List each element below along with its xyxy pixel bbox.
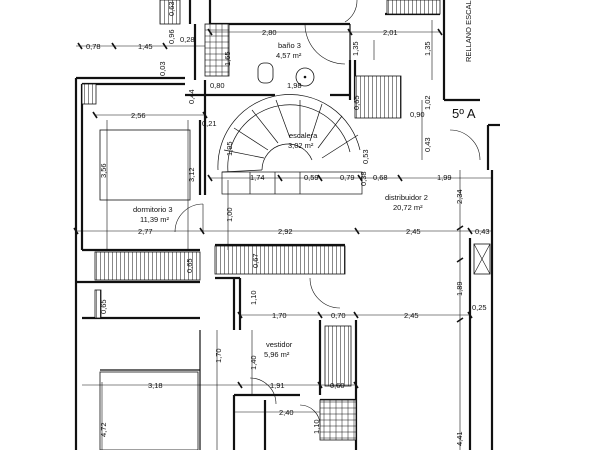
- dim-label: 0,28: [180, 35, 195, 44]
- room-distribuidor2-name: distribuidor 2: [385, 193, 428, 202]
- dim-label: 3,18: [148, 381, 163, 390]
- dim-label: 0,25: [472, 303, 487, 312]
- dim-label: 0,60: [330, 381, 345, 390]
- room-escalera-area: 3,02 m²: [288, 141, 314, 150]
- dim-label: 0,43: [423, 137, 432, 152]
- dim-label: 0,43: [475, 227, 490, 236]
- dim-label: 2,01: [383, 28, 398, 37]
- dim-label: 0,38: [359, 171, 368, 186]
- dim-label: 0,53: [361, 149, 370, 164]
- dim-label: 1,95: [225, 141, 234, 156]
- dim-label: 0,65: [185, 258, 194, 273]
- walls: [74, 0, 500, 450]
- room-vestidor-name: vestidor: [266, 340, 293, 349]
- dim-label: 1,45: [138, 42, 153, 51]
- dim-label: 1,70: [272, 311, 287, 320]
- dim-label: 1,10: [249, 290, 258, 305]
- dim-label: 1,02: [423, 95, 432, 110]
- dim-label: 0,78: [86, 42, 101, 51]
- dim-label: 1,91: [270, 381, 285, 390]
- dim-label: 1,65: [223, 51, 232, 66]
- bathroom-fixtures: [257, 0, 358, 87]
- room-dormitorio3-area: 11,39 m²: [140, 215, 170, 224]
- room-bano3-name: baño 3: [278, 41, 301, 50]
- spiral-staircase: [217, 94, 363, 195]
- wardrobes: [81, 0, 441, 387]
- dim-label: 1,74: [250, 173, 265, 182]
- dim-label: 0,68: [373, 173, 388, 182]
- dim-label: 1,00: [225, 207, 234, 222]
- dim-label: 1,35: [351, 41, 360, 56]
- dim-label: 0,65: [99, 299, 108, 314]
- dim-label: 0,96: [167, 29, 176, 44]
- dim-label: 2,77: [138, 227, 153, 236]
- dim-label: 0,70: [331, 311, 346, 320]
- dim-label: 2,34: [455, 189, 464, 204]
- floor-tag: 5º A: [452, 106, 476, 121]
- room-escalera-name: escalera: [289, 131, 318, 140]
- dim-label: 2,45: [404, 311, 419, 320]
- dim-label: 1,98: [287, 81, 302, 90]
- beds: [99, 129, 199, 450]
- dim-label: 0,90: [410, 110, 425, 119]
- dim-label: 0,59: [304, 173, 319, 182]
- dim-label: 2,45: [406, 227, 421, 236]
- dim-label: 0,79: [340, 173, 355, 182]
- dim-label: 0,80: [210, 81, 225, 90]
- dim-label: 2,40: [279, 408, 294, 417]
- toilet-icon: [257, 62, 274, 84]
- dim-label: 0,21: [202, 119, 217, 128]
- dimension-texts: 0,78 1,45 0,96 0,63 0,28 0,03 1,65 2,80 …: [86, 1, 490, 446]
- room-bano3-area: 4,57 m²: [276, 51, 302, 60]
- dim-label: 4,41: [455, 431, 464, 446]
- room-dormitorio3-name: dormitorio 3: [133, 205, 173, 214]
- dim-label: 1,35: [423, 41, 432, 56]
- room-labels: baño 3 4,57 m² escalera 3,02 m² dormitor…: [133, 0, 476, 359]
- doors: [174, 129, 481, 426]
- dim-label: 1,99: [437, 173, 452, 182]
- rellano-label: RELLANO ESCALERA: [464, 0, 473, 62]
- dim-label: 1,40: [249, 355, 258, 370]
- dim-label: 2,80: [262, 28, 277, 37]
- dim-label: 0,65: [352, 95, 361, 110]
- dim-label: 0,63: [167, 1, 176, 16]
- dim-label: 4,72: [99, 422, 108, 437]
- dim-label: 3,12: [187, 167, 196, 182]
- dim-label: 0,03: [158, 61, 167, 76]
- shower-tiles: [204, 23, 357, 441]
- elevator-shaft: [473, 243, 491, 275]
- dim-label: 2,56: [131, 111, 146, 120]
- room-distribuidor2-area: 20,72 m²: [393, 203, 423, 212]
- dim-label: 0,44: [187, 89, 196, 104]
- dim-label: 3,56: [99, 163, 108, 178]
- dim-label: 1,89: [455, 281, 464, 296]
- dim-label: 2,92: [278, 227, 293, 236]
- dimension-lines: [73, 20, 492, 450]
- dim-label: 1,70: [214, 348, 223, 363]
- dim-label: 1,10: [312, 419, 321, 434]
- room-vestidor-area: 5,96 m²: [264, 350, 290, 359]
- dim-label: 0,67: [251, 253, 260, 268]
